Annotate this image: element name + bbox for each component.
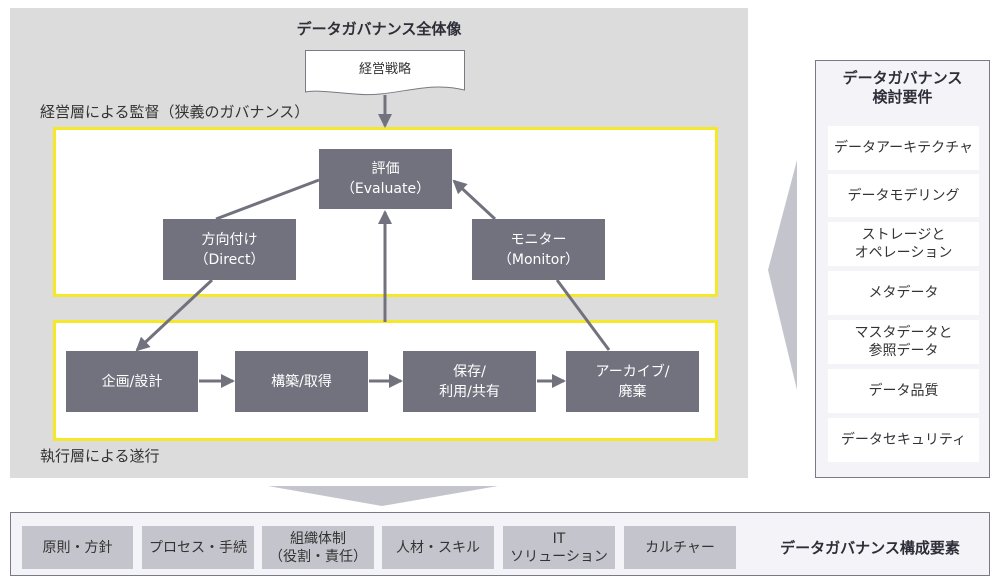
requirement-label: メタデータ — [868, 285, 939, 301]
lifecycle-node-line2: 廃棄 — [618, 383, 647, 400]
requirement-label: マスタデータと — [854, 325, 953, 341]
node-evaluate-title: 評価 — [371, 161, 400, 177]
node-evaluate: 評価 （Evaluate） — [319, 149, 452, 209]
lifecycle-node-line2: 利用/共有 — [439, 383, 500, 400]
requirement-label: ストレージと — [861, 227, 946, 243]
requirement-item: マスタデータと参照データ — [828, 320, 979, 364]
requirement-label: データアーキテクチャ — [833, 140, 974, 156]
requirements-title-line1: データガバナンス — [842, 69, 963, 87]
component-item: 人材・スキル — [382, 526, 494, 569]
overview-title: データガバナンス全体像 — [296, 20, 462, 38]
node-monitor: モニター （Monitor） — [472, 219, 605, 280]
component-item: プロセス・手続 — [142, 526, 254, 569]
chevron-left-icon — [768, 160, 797, 390]
lifecycle-node-plan-design: 企画/設計 — [66, 351, 198, 412]
requirement-label: データモデリング — [847, 187, 960, 204]
requirement-item: メタデータ — [828, 271, 979, 315]
requirement-label-line2: 参照データ — [868, 343, 939, 359]
lifecycle-node-line1: 構築/取得 — [271, 373, 332, 390]
strategy-label: 経営戦略 — [358, 62, 411, 77]
requirement-item: データモデリング — [828, 174, 979, 217]
requirement-item: データ品質 — [828, 369, 979, 413]
requirements-title: データガバナンス 検討要件 — [815, 69, 990, 107]
lifecycle-node-line1: 企画/設計 — [101, 373, 163, 390]
strategy-document-shape — [305, 50, 465, 96]
node-direct-title: 方向付け — [201, 231, 258, 248]
requirement-item: データセキュリティ — [828, 418, 979, 462]
node-direct-subtitle: （Direct） — [194, 251, 265, 268]
oversight-label: 経営層による監督（狭義のガバナンス） — [40, 103, 310, 121]
component-label: 原則・方針 — [42, 539, 113, 556]
component-label-line2: （役割・責任） — [269, 548, 367, 565]
requirements-panel — [815, 60, 990, 478]
lifecycle-node-archive-dispose: アーカイブ/ 廃棄 — [566, 351, 699, 412]
lifecycle-node-line1: アーカイブ/ — [595, 363, 670, 380]
component-label: カルチャー — [645, 539, 715, 556]
lifecycle-node-line1: 保存/ — [453, 363, 486, 380]
lifecycle-node-build-acquire: 構築/取得 — [235, 351, 368, 412]
node-monitor-title: モニター — [510, 231, 567, 248]
component-item: カルチャー — [624, 526, 736, 569]
requirement-label: データセキュリティ — [840, 432, 967, 448]
node-evaluate-subtitle: （Evaluate） — [340, 181, 431, 197]
component-item: 原則・方針 — [22, 526, 133, 569]
requirement-label: データ品質 — [868, 383, 939, 399]
requirement-item: データアーキテクチャ — [828, 126, 979, 170]
node-direct: 方向付け （Direct） — [163, 219, 296, 280]
execution-label: 執行層による遂行 — [40, 447, 160, 465]
component-label: プロセス・手続 — [149, 539, 247, 556]
requirement-label-line2: オペレーション — [854, 245, 953, 261]
components-title: データガバナンス構成要素 — [780, 539, 960, 557]
component-label: 人材・スキル — [396, 539, 480, 556]
requirement-item: ストレージとオペレーション — [828, 222, 979, 266]
requirements-title-line2: 検討要件 — [872, 88, 933, 106]
component-label-line2: ソリューション — [510, 548, 608, 565]
chevron-down-icon — [268, 486, 498, 506]
node-monitor-subtitle: （Monitor） — [497, 251, 580, 268]
component-item: 組織体制（役割・責任） — [262, 526, 374, 569]
component-label: 組織体制 — [290, 530, 346, 547]
component-label: IT — [552, 530, 566, 547]
lifecycle-node-store-use-share: 保存/ 利用/共有 — [403, 351, 536, 412]
